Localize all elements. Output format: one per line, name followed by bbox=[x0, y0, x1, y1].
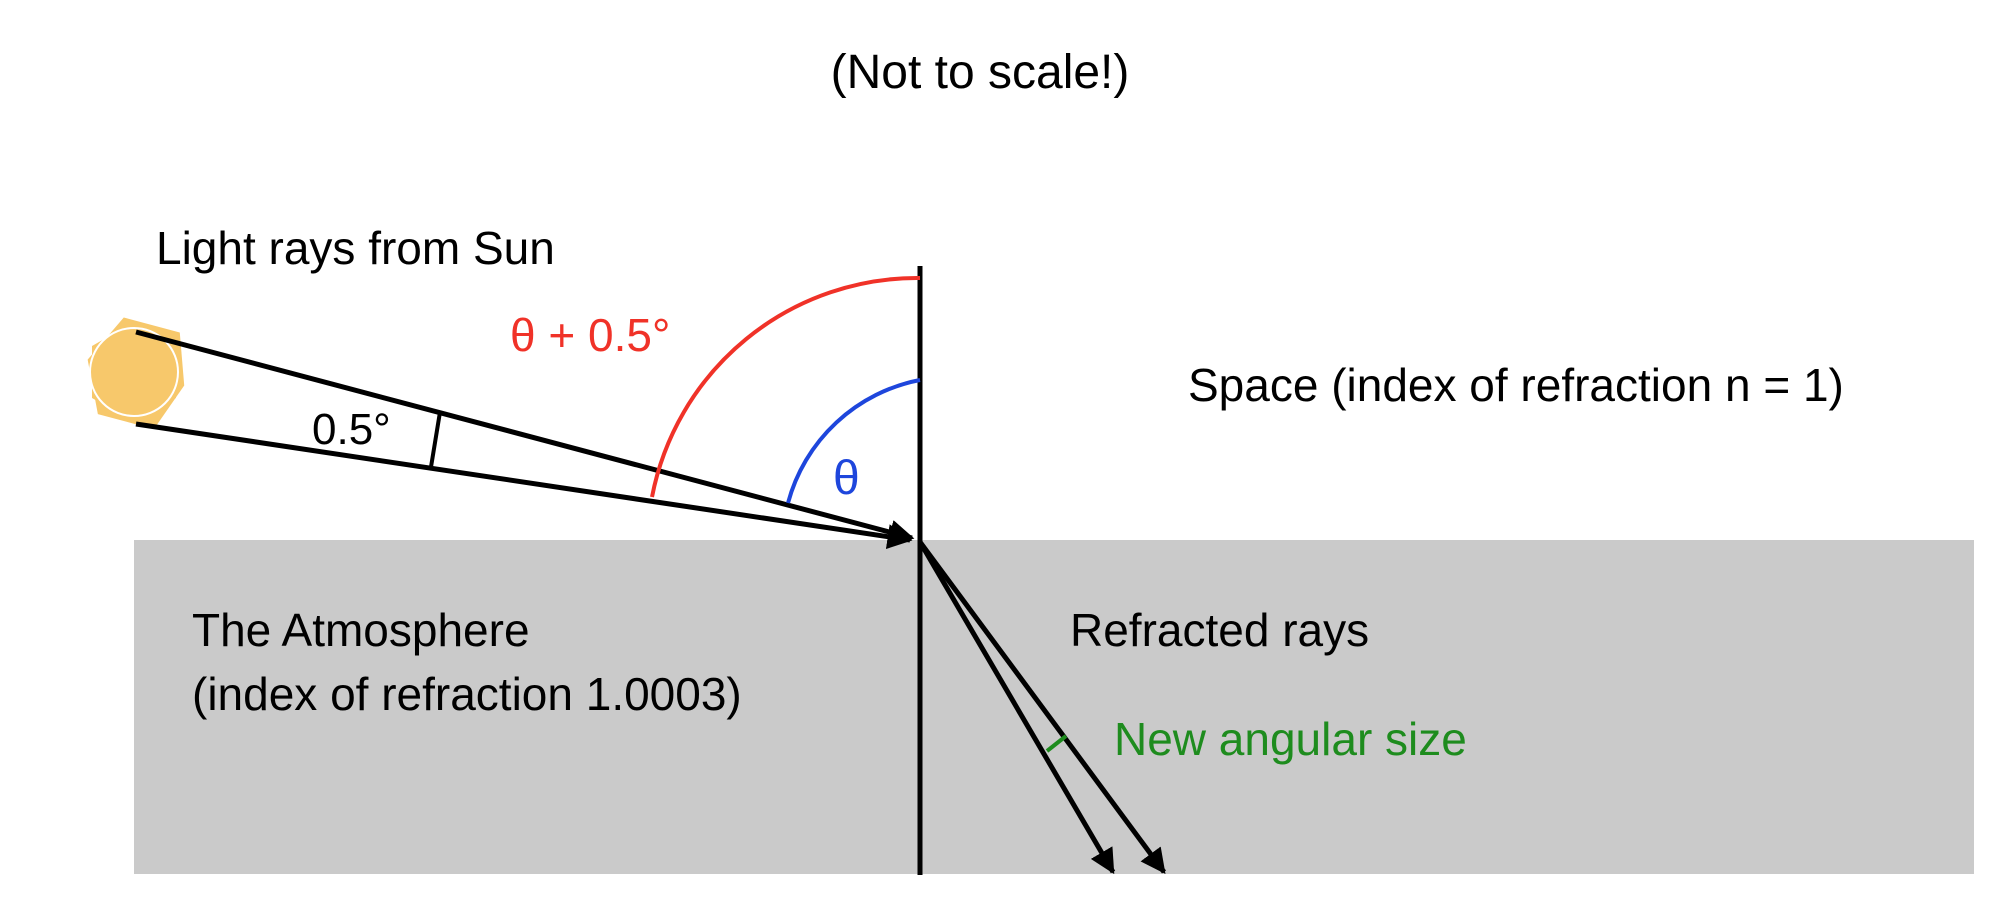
refracted-ray-left bbox=[917, 540, 1116, 875]
incoming-ray-lower bbox=[135, 421, 913, 550]
sun-rays-label: Light rays from Sun bbox=[156, 222, 555, 274]
total-angle-label: θ + 0.5° bbox=[510, 309, 670, 361]
theta-label: θ bbox=[833, 452, 860, 505]
space-label: Space (index of refraction n = 1) bbox=[1188, 359, 1844, 411]
new-size-marker bbox=[1045, 734, 1068, 753]
atmosphere-region bbox=[134, 540, 1974, 874]
sun-angle-marker bbox=[429, 411, 442, 468]
caption: (Not to scale!) bbox=[831, 46, 1130, 99]
sun-icon bbox=[87, 317, 185, 430]
refracted-ray-right bbox=[917, 540, 1167, 875]
atmosphere-label-line2: (index of refraction 1.0003) bbox=[192, 668, 742, 720]
sun-angle-label: 0.5° bbox=[312, 405, 391, 454]
new-size-label: New angular size bbox=[1114, 713, 1467, 765]
total-angle-arc bbox=[650, 275, 921, 498]
theta-arc bbox=[786, 378, 921, 504]
atmosphere-label-line1: The Atmosphere bbox=[192, 604, 530, 656]
incoming-ray-upper bbox=[135, 329, 915, 545]
refracted-label: Refracted rays bbox=[1070, 604, 1369, 656]
